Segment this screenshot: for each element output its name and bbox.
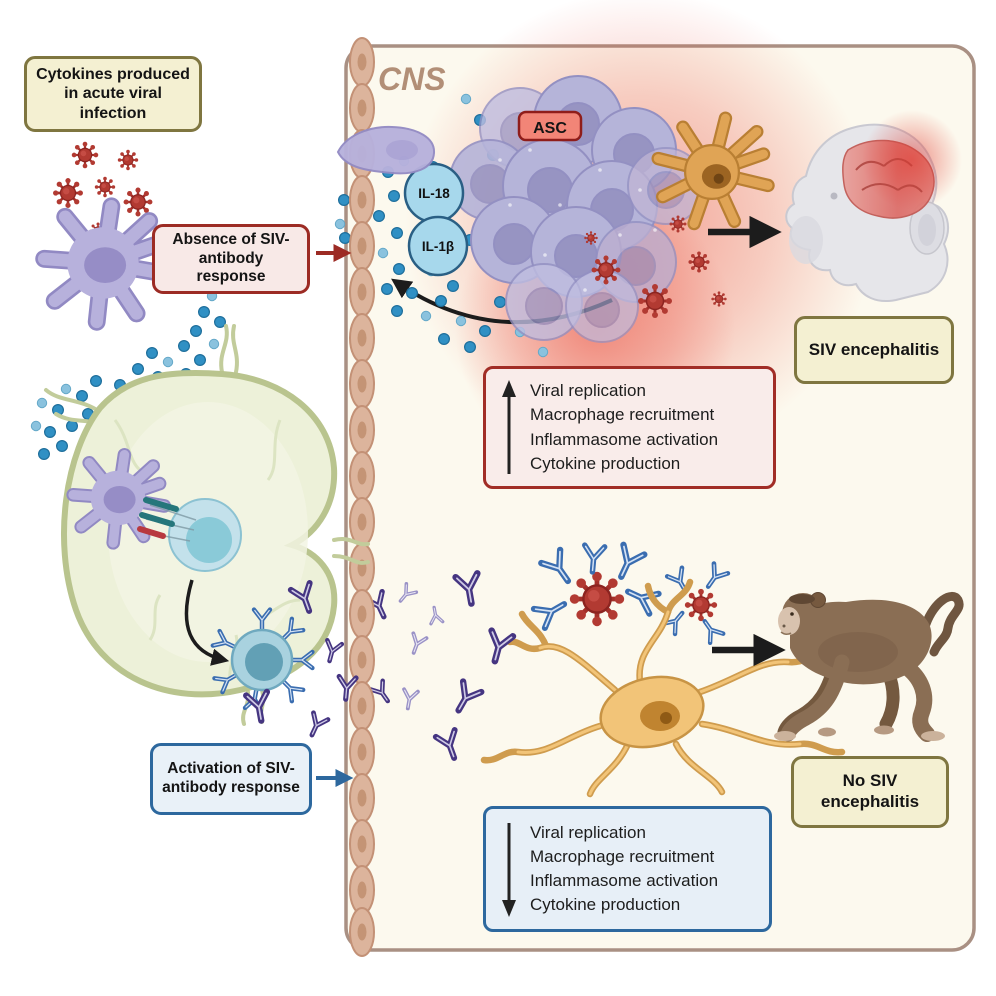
cytokines-box-text: Cytokines produced in acute viral infect… xyxy=(36,65,190,122)
increased-effects-box: Viral replication Macrophage recruitment… xyxy=(483,366,776,489)
b-cell xyxy=(213,610,313,711)
activation-box: Activation of SIV-antibody response xyxy=(150,743,312,815)
absence-box: Absence of SIV-antibody response xyxy=(152,224,310,294)
il1b-label: IL-1β xyxy=(422,239,454,254)
cytokines-box: Cytokines produced in acute viral infect… xyxy=(24,56,202,132)
effect-item: Cytokine production xyxy=(530,453,681,473)
asc-tag: ASC xyxy=(517,110,583,142)
monkey xyxy=(774,592,964,742)
siv-encephalitis-text: SIV encephalitis xyxy=(808,339,940,359)
down-arrow-icon xyxy=(502,823,516,917)
monkey-head xyxy=(785,110,962,302)
asc-tag-label: ASC xyxy=(533,120,567,137)
up-arrow-icon xyxy=(502,379,516,474)
macrophage-cell xyxy=(44,206,164,321)
effect-item: Macrophage recruitment xyxy=(530,846,715,866)
no-siv-encephalitis-box: No SIV encephalitis xyxy=(791,756,949,828)
increased-effects-list: Viral replication Macrophage recruitment… xyxy=(530,379,718,476)
macrophage-nodule xyxy=(449,75,705,343)
absence-box-text: Absence of SIV-antibody response xyxy=(172,230,290,286)
no-siv-encephalitis-text: No SIV encephalitis xyxy=(820,771,920,811)
effect-item: Macrophage recruitment xyxy=(530,405,715,425)
activation-box-text: Activation of SIV-antibody response xyxy=(162,760,300,796)
effect-item: Inflammasome activation xyxy=(530,429,719,449)
transmigrating-macrophage xyxy=(336,125,436,175)
decreased-effects-box: Viral replication Macrophage recruitment… xyxy=(483,806,772,932)
il18-label: IL-18 xyxy=(418,186,450,201)
resting-neuron xyxy=(480,578,846,798)
effect-item: Inflammasome activation xyxy=(530,871,719,890)
effect-item: Cytokine production xyxy=(530,895,681,915)
antigen-presentation xyxy=(137,497,197,542)
il1b-circle: IL-1β xyxy=(407,215,469,277)
differentiation-arrow xyxy=(184,579,230,666)
t-cell xyxy=(168,498,242,572)
decreased-effects-list: Viral replication Macrophage recruitment… xyxy=(530,821,718,918)
cns-title: CNS xyxy=(378,61,446,97)
activated-microglia xyxy=(651,111,775,231)
effect-item: Viral replication xyxy=(530,822,646,842)
siv-encephalitis-box: SIV encephalitis xyxy=(794,316,954,384)
inflamed-brain xyxy=(842,110,962,219)
effect-item: Viral replication xyxy=(530,381,646,401)
